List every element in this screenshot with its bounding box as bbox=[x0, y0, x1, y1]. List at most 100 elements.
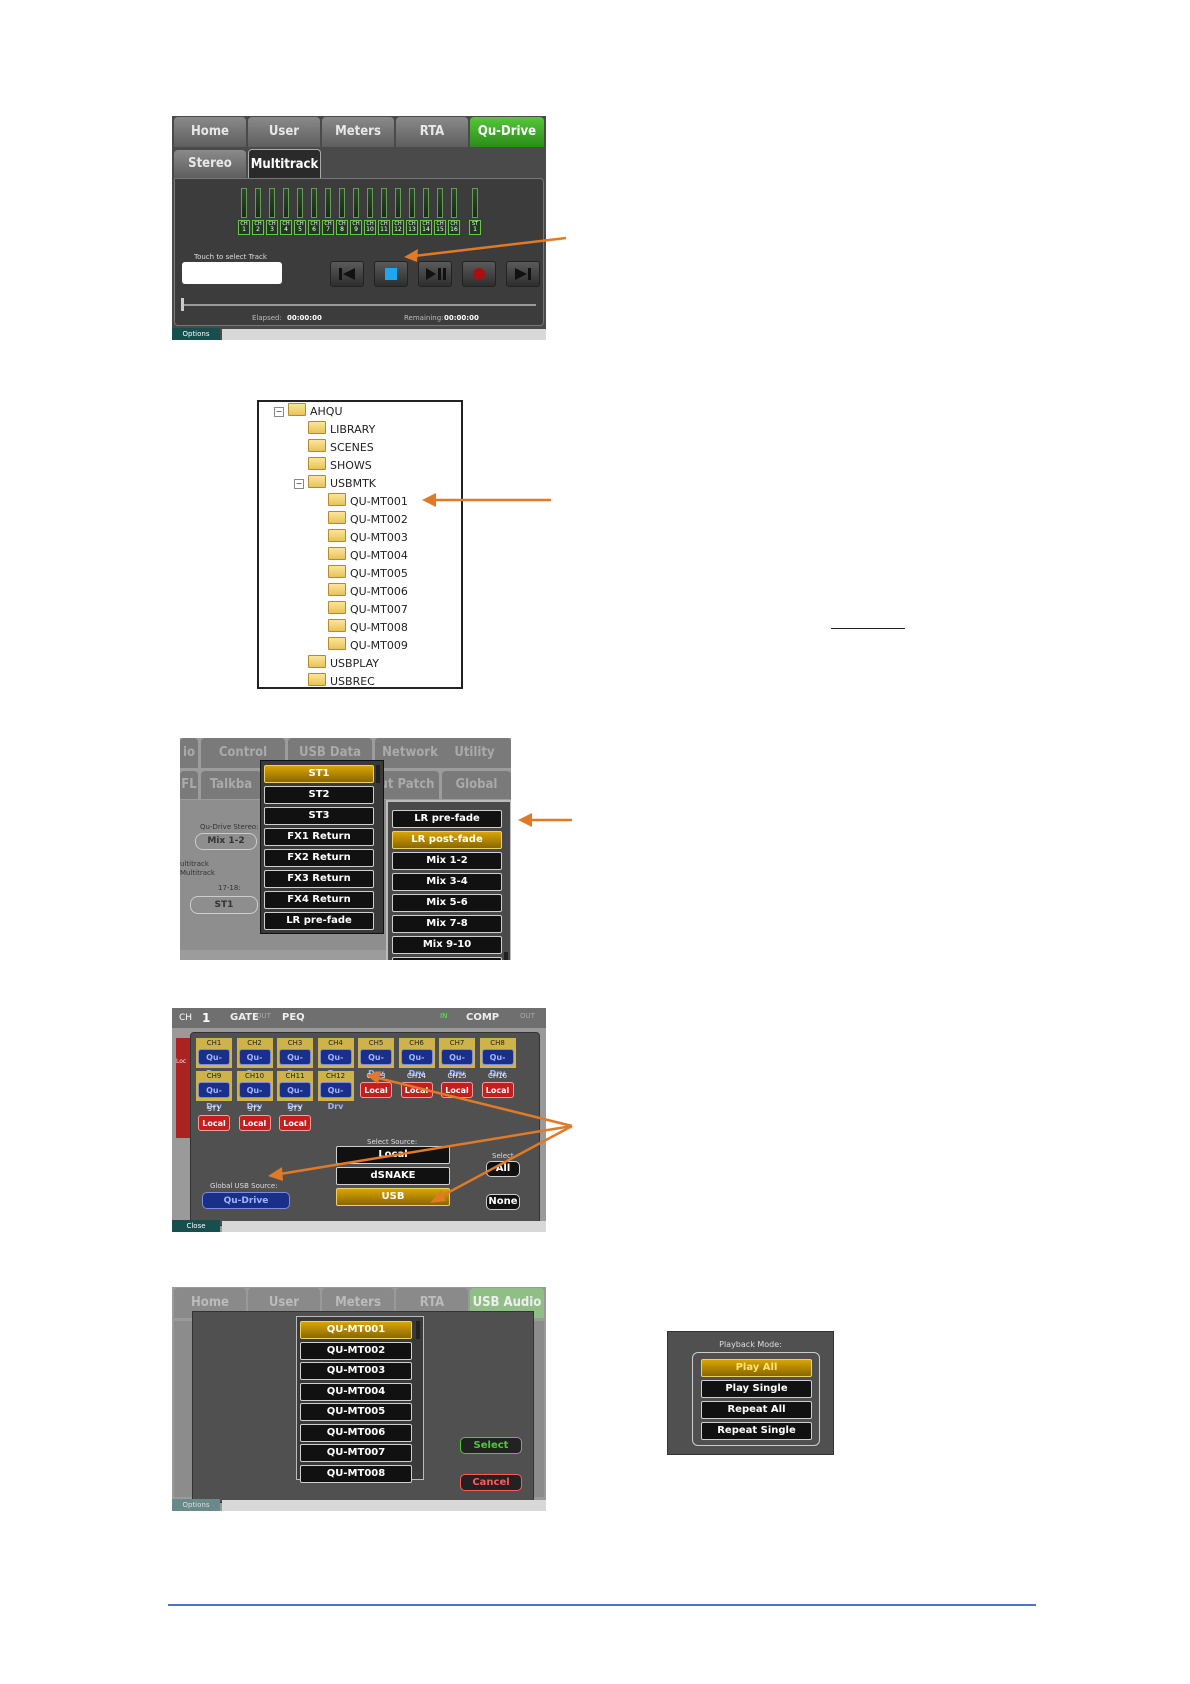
folder-qu-mt005[interactable]: QU-MT005 bbox=[328, 565, 408, 581]
list1-scrollbar[interactable] bbox=[376, 765, 380, 783]
tab-home[interactable]: Home bbox=[174, 117, 246, 147]
folder-qu-mt001[interactable]: QU-MT001 bbox=[328, 493, 408, 509]
patch-option-button[interactable]: FX2 Return bbox=[264, 849, 374, 867]
folder-qu-mt008[interactable]: QU-MT008 bbox=[328, 619, 408, 635]
collapse-ahqu-icon[interactable]: − bbox=[274, 407, 284, 417]
rewind-button[interactable] bbox=[330, 261, 364, 287]
track-name-field[interactable] bbox=[182, 262, 282, 284]
patch-option-button[interactable]: Mix 5-6 bbox=[392, 894, 502, 912]
range-value[interactable]: ST1 bbox=[190, 896, 258, 914]
patch-option-button[interactable]: FX3 Return bbox=[264, 870, 374, 888]
track-list-scrollbar[interactable] bbox=[416, 1321, 420, 1339]
global-usb-value[interactable]: Qu-Drive bbox=[202, 1192, 290, 1209]
channel-source-button[interactable]: Qu-Drv bbox=[441, 1049, 473, 1078]
tab-rta[interactable]: RTA bbox=[396, 117, 468, 147]
patch-option-button[interactable]: ST1 bbox=[264, 765, 374, 783]
patch-option-button[interactable]: ST2 bbox=[264, 786, 374, 804]
stop-button[interactable] bbox=[374, 261, 408, 287]
folder-ahqu[interactable]: AHQU bbox=[288, 403, 343, 419]
folder-scenes[interactable]: SCENES bbox=[308, 439, 374, 455]
track-option-button[interactable]: QU-MT008 bbox=[300, 1464, 412, 1483]
folder-library[interactable]: LIBRARY bbox=[308, 421, 375, 437]
patch-option-button[interactable]: Mix 3-4 bbox=[392, 873, 502, 891]
channel-source-button[interactable]: Qu-Drv bbox=[400, 1049, 433, 1078]
channel-source-button[interactable]: Local bbox=[238, 1115, 271, 1131]
patch-option-button[interactable]: PAFL bbox=[392, 957, 502, 960]
track-option-button[interactable]: QU-MT007 bbox=[300, 1444, 412, 1462]
slider-handle[interactable] bbox=[181, 298, 184, 311]
channel-source-button[interactable]: Local bbox=[198, 1115, 230, 1131]
patch-option-button[interactable]: LR pre-fade bbox=[392, 810, 502, 828]
channel-source-button[interactable]: Qu-Drv bbox=[279, 1049, 311, 1078]
track-option-button[interactable]: QU-MT006 bbox=[300, 1423, 412, 1442]
folder-qu-mt003[interactable]: QU-MT003 bbox=[328, 529, 408, 545]
mode-play-single-button[interactable]: Play Single bbox=[701, 1380, 812, 1398]
folder-qu-mt006[interactable]: QU-MT006 bbox=[328, 583, 408, 599]
patch-option-button[interactable]: Mix 9-10 bbox=[392, 936, 502, 954]
source-usb-button[interactable]: USB bbox=[336, 1188, 450, 1206]
folder-qu-mt009[interactable]: QU-MT009 bbox=[328, 637, 408, 653]
channel-source-button[interactable]: Local bbox=[481, 1082, 514, 1098]
subtab-stereo[interactable]: Stereo bbox=[174, 150, 246, 178]
patch-option-button[interactable]: Mix 1-2 bbox=[392, 852, 502, 870]
channel-source-button[interactable]: Qu-Drv bbox=[238, 1082, 271, 1111]
qudrive-stereo-value[interactable]: Mix 1-2 bbox=[195, 833, 257, 850]
tab-meters[interactable]: Meters bbox=[322, 117, 394, 147]
folder-qu-mt004[interactable]: QU-MT004 bbox=[328, 547, 408, 563]
folder-usbrec[interactable]: USBREC bbox=[308, 673, 375, 689]
track-option-button[interactable]: QU-MT004 bbox=[300, 1382, 412, 1401]
folder-qu-mt007[interactable]: QU-MT007 bbox=[328, 601, 408, 617]
position-slider[interactable] bbox=[182, 304, 536, 306]
track-select-button[interactable]: Select bbox=[460, 1437, 522, 1454]
list2-scrollbar[interactable] bbox=[504, 952, 508, 960]
options-button[interactable]: Options bbox=[172, 328, 220, 340]
track-option-button[interactable]: QU-MT005 bbox=[300, 1403, 412, 1421]
collapse-usbmtk-icon[interactable]: − bbox=[294, 479, 304, 489]
track-option-button[interactable]: QU-MT003 bbox=[300, 1362, 412, 1380]
select-none-button[interactable]: None bbox=[486, 1194, 520, 1210]
subtab-multitrack[interactable]: Multitrack bbox=[248, 149, 321, 179]
patch-option-button[interactable]: LR post-fade bbox=[392, 831, 502, 849]
mode-repeat-single-button[interactable]: Repeat Single bbox=[701, 1422, 812, 1440]
patch-option-button[interactable]: FX1 Return bbox=[264, 828, 374, 846]
channel-source-button[interactable]: Qu-Drv bbox=[279, 1082, 311, 1111]
channel-source-button[interactable]: Qu-Drv bbox=[481, 1049, 514, 1078]
tab-qu-drive[interactable]: Qu-Drive bbox=[470, 117, 544, 147]
mode-repeat-all-button[interactable]: Repeat All bbox=[701, 1401, 812, 1419]
play-pause-button[interactable] bbox=[418, 261, 452, 287]
record-button[interactable] bbox=[462, 261, 496, 287]
track-option-button[interactable]: QU-MT001 bbox=[300, 1321, 412, 1339]
source-dsnake-button[interactable]: dSNAKE bbox=[336, 1167, 450, 1185]
channel-source-button[interactable]: Qu-Drv bbox=[198, 1049, 230, 1078]
